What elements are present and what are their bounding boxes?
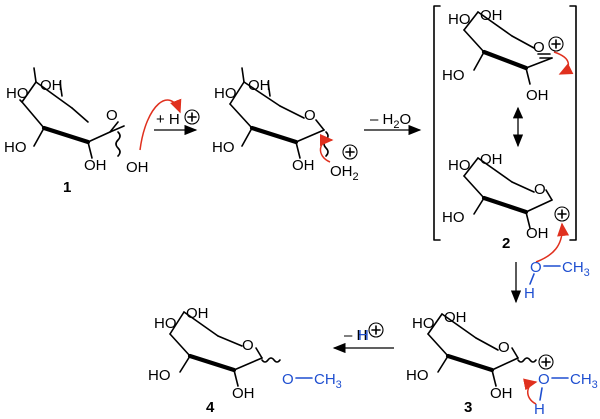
step-2: – H2O xyxy=(364,111,422,136)
curly-arrow-water-loss xyxy=(319,134,334,163)
compound-1-wavy-bond xyxy=(115,131,121,157)
compound-2b-ho-left: HO xyxy=(442,209,465,226)
compound-1-number: 1 xyxy=(63,179,71,196)
step-1-charge-icon xyxy=(184,109,200,125)
intermediate-oh-top: OH xyxy=(248,77,271,94)
compound-2a-oh-bottom: OH xyxy=(526,87,549,104)
curly-arrow-protonation xyxy=(139,98,182,151)
compound-2-carbocation: HO OH O HO OH xyxy=(442,151,570,242)
protonated-intermediate: HO OH O HO OH OH2 xyxy=(212,67,359,183)
compound-2-bracket: 2 xyxy=(433,5,577,252)
compound-1-oh-top: OH xyxy=(40,77,63,94)
intermediate-oxonium-charge-icon xyxy=(342,144,358,160)
intermediate-ho-top: HO xyxy=(214,85,237,102)
compound-2a-charge-icon xyxy=(548,36,564,52)
compound-3-ring-o: O xyxy=(498,339,510,356)
step-4-h: H xyxy=(358,327,369,344)
compound-1-anomeric-oh: OH xyxy=(126,159,149,176)
compound-2a-ring-o: O xyxy=(533,39,545,56)
compound-2b-oh-top: OH xyxy=(480,151,503,168)
compound-3: HO OH O HO OH O CH3 H 3 xyxy=(406,309,598,418)
intermediate-wavy-bond xyxy=(323,131,329,157)
compound-3-wavy-bond xyxy=(517,357,537,363)
bracket-right xyxy=(569,5,577,241)
intermediate-oh2: OH2 xyxy=(330,163,359,183)
compound-1-ring xyxy=(19,67,125,159)
step-4-charge-icon xyxy=(368,322,384,338)
compound-3-ho-top: HO xyxy=(412,315,435,332)
step-2-label: – H2O xyxy=(370,111,411,131)
compound-1-ho-left: HO xyxy=(4,139,27,156)
compound-2b-ho-top: HO xyxy=(448,157,471,174)
compound-1-oh-bottom: OH xyxy=(84,157,107,174)
compound-1-ring-o: O xyxy=(106,107,118,124)
intermediate-ring-o: O xyxy=(304,107,316,124)
compound-2a-oh-top: OH xyxy=(480,7,503,24)
compound-3-o-h-bond xyxy=(539,387,543,401)
compound-3-charge-icon xyxy=(538,354,554,370)
compound-3-ho-left: HO xyxy=(406,367,429,384)
compound-4-oh-bottom: OH xyxy=(232,385,255,402)
compound-3-oxonium-o: O xyxy=(538,371,550,388)
methanol-ch3: CH3 xyxy=(562,259,590,279)
compound-3-number: 3 xyxy=(464,399,472,416)
step-1-label: + H xyxy=(156,111,180,128)
bracket-left xyxy=(433,5,441,241)
compound-1: HO OH O HO OH OH 1 xyxy=(4,67,182,196)
compound-4-number: 4 xyxy=(206,399,215,416)
compound-4-ho-left: HO xyxy=(148,367,171,384)
compound-4-o: O xyxy=(282,371,294,388)
compound-3-h: H xyxy=(534,401,545,418)
methanol-o-h-bond xyxy=(529,273,535,285)
compound-2-number: 2 xyxy=(502,235,510,252)
compound-2b-carbocation-charge-icon xyxy=(554,206,570,222)
compound-2b-ring-o: O xyxy=(534,181,546,198)
intermediate-ho-left: HO xyxy=(212,139,235,156)
compound-2a-ho-left: HO xyxy=(442,67,465,84)
compound-2a-ho-top: HO xyxy=(448,11,471,28)
step-1: + H xyxy=(154,109,200,136)
compound-3-ch3: CH3 xyxy=(570,371,598,391)
methanol-nucleophile: O CH3 H xyxy=(524,222,590,302)
curly-arrow-methanol-attack xyxy=(535,222,570,263)
curly-arrow-deprotonation xyxy=(523,378,538,405)
compound-3-oh-bottom: OH xyxy=(490,385,513,402)
compound-2b-oh-bottom: OH xyxy=(526,225,549,242)
compound-4: HO OH O HO OH O CH3 4 xyxy=(148,305,342,416)
methanol-h: H xyxy=(524,285,535,302)
compound-4-ho-top: HO xyxy=(154,315,177,332)
compound-2-oxocarbenium: HO OH O HO OH xyxy=(442,7,574,104)
compound-3-oh-top: OH xyxy=(444,309,467,326)
step-4-label: – H xyxy=(344,327,367,344)
compound-1-ho-top: HO xyxy=(6,85,29,102)
compound-4-oh-top: OH xyxy=(186,305,209,322)
compound-4-wavy-bond xyxy=(261,357,281,363)
intermediate-oh-bottom: OH xyxy=(292,157,315,174)
compound-4-ch3: CH3 xyxy=(314,371,342,391)
methanol-o: O xyxy=(530,259,542,276)
curly-arrow-resonance xyxy=(553,51,574,75)
compound-4-ring-o: O xyxy=(242,337,254,354)
step-4: – H H xyxy=(332,322,394,354)
